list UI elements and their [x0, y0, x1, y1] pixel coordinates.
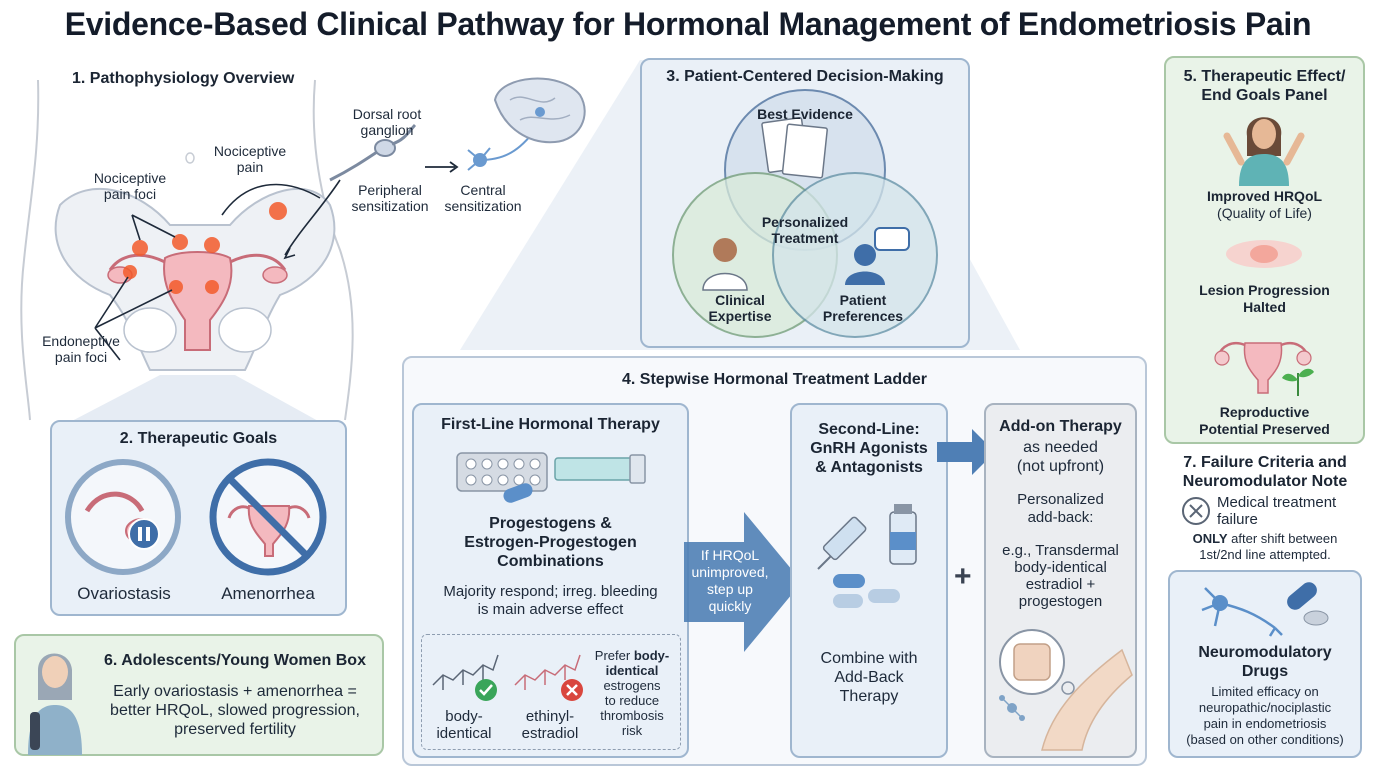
lesion-icon [1226, 240, 1302, 268]
reproductive-icon [1214, 341, 1314, 396]
happy-woman-icon [1223, 117, 1305, 186]
ovariostasis-label: Ovariostasis [77, 584, 171, 603]
nerve-pathway-illustration [329, 77, 586, 182]
decision-making-heading: 3. Patient-Centered Decision-Making [666, 68, 944, 85]
pelvis-illustration [20, 79, 354, 422]
only-after-note: ONLY after shift between 1st/2nd line at… [1192, 531, 1338, 562]
venn-diagram [672, 89, 938, 338]
adolescents-heading: 6. Adolescents/Young Women Box [104, 652, 366, 669]
venn-preferences: Patient Preferences [822, 292, 904, 324]
neuron-capsule-icon [1201, 582, 1329, 637]
end-goals-heading: 5. Therapeutic Effect/ End Goals Panel [1183, 68, 1346, 104]
amenorrhea-icon [209, 458, 327, 576]
dorsal-root-label: Dorsal root ganglion [352, 106, 422, 138]
nociceptive-pain-label: Nociceptive pain [213, 143, 287, 175]
estrogen-comparison-box [421, 634, 681, 750]
add-on-example: e.g., Transdermal body-identical estradi… [1002, 542, 1119, 610]
ethinyl-molecule-icon [514, 654, 583, 701]
page-title: Evidence-Based Clinical Pathway for Horm… [64, 6, 1312, 42]
lesion-halted: Lesion Progression Halted [1199, 282, 1330, 315]
add-on-arrow [937, 429, 995, 475]
venn-best-evidence: Best Evidence [757, 106, 853, 122]
neuromodulatory-text: Limited efficacy on neuropathic/nociplas… [1186, 684, 1344, 747]
peripheral-sensitization-label: Peripheral sensitization [351, 182, 429, 214]
hrqol-bold: Improved HRQoL [1206, 188, 1323, 204]
ovariostasis-icon [65, 459, 181, 575]
plus-sign: + [954, 560, 972, 593]
amenorrhea-label: Amenorrhea [221, 584, 315, 603]
step-up-arrow [684, 512, 802, 652]
transdermal-patch-icon [999, 629, 1133, 751]
first-line-drugs: Progestogens & Estrogen-Progestogen Comb… [464, 515, 637, 570]
neuromodulator-panel [1168, 570, 1362, 758]
prefer-body-identical-note: Prefer body- identical estrogens to redu… [594, 648, 670, 738]
first-line-note: Majority respond; irreg. bleeding is mai… [443, 583, 658, 618]
cancel-circle-icon [1182, 497, 1210, 525]
young-woman-icon [28, 653, 82, 755]
injection-vial-icon [817, 504, 917, 608]
second-line-heading: Second-Line: GnRH Agonists & Antagonists [810, 421, 928, 476]
therapeutic-goals-heading: 2. Therapeutic Goals [119, 430, 278, 447]
second-line-note: Combine with Add-Back Therapy [820, 650, 918, 705]
treatment-ladder-heading: 4. Stepwise Hormonal Treatment Ladder [622, 371, 927, 388]
venn-clinical: Clinical Expertise [708, 292, 772, 324]
failure-criteria-heading: 7. Failure Criteria and Neuromodulator N… [1182, 454, 1348, 490]
body-identical-molecule-icon [432, 654, 499, 701]
nociceptive-foci-label: Nociceptive pain foci [93, 170, 167, 202]
neuromodulatory-heading: Neuromodulatory Drugs [1198, 644, 1332, 680]
add-on-personalized: Personalized add-back: [1017, 491, 1104, 526]
endoneptive-foci-label: Endoneptive pain foci [42, 333, 120, 365]
second-line-panel [790, 403, 948, 758]
ethinyl-label: ethinyl- estradiol [521, 708, 579, 742]
central-sensitization-label: Central sensitization [444, 182, 522, 214]
add-on-heading: Add-on Therapy [999, 418, 1122, 435]
first-line-heading: First-Line Hormonal Therapy [441, 416, 660, 433]
pathophysiology-heading: 1. Pathophysiology Overview [72, 70, 295, 87]
step-up-text: If HRQoL unimproved, step up quickly [691, 547, 769, 614]
medical-failure-text: Medical treatment failure [1217, 494, 1337, 528]
add-on-sub: as needed (not upfront) [1016, 439, 1105, 475]
body-identical-label: body- identical [436, 708, 492, 742]
add-on-panel [984, 403, 1137, 758]
adolescents-text: Early ovariostasis + amenorrhea = better… [110, 683, 360, 738]
hrqol-sub: (Quality of Life) [1217, 205, 1312, 221]
reproductive-preserved: Reproductive Potential Preserved [1199, 404, 1330, 437]
venn-personalized: Personalized Treatment [761, 214, 849, 246]
pill-blister-icon [456, 452, 646, 503]
